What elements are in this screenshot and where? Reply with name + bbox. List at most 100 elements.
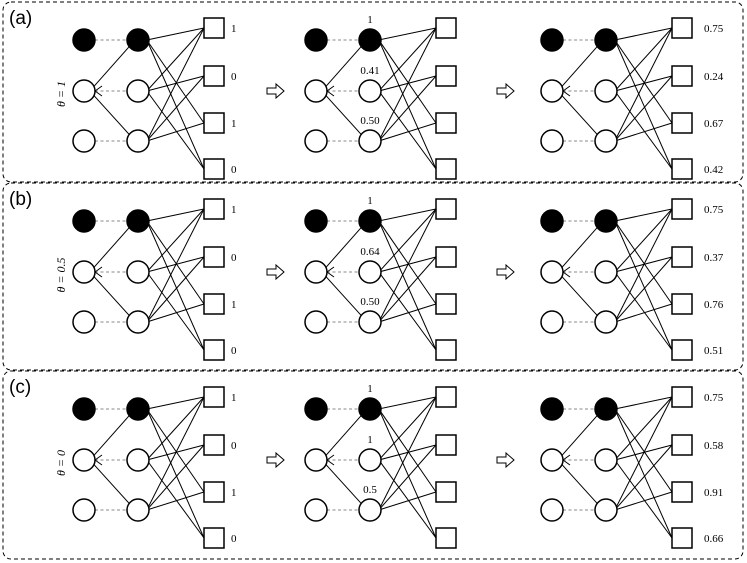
left-node [540,129,564,153]
influence-edge [324,274,362,316]
output-box [671,112,693,134]
stage-arrow-2 [496,263,515,281]
node-box-edge [614,491,673,511]
arrowhead [326,85,335,97]
input-value: 1 [231,299,237,311]
node-box-edge [146,396,205,410]
input-value: 0 [231,440,237,452]
output-box [435,65,457,87]
node-box-edge [378,27,437,41]
output-value: 0.51 [704,345,723,357]
theta-label: θ = 0.5 [54,258,68,293]
node-box-edge [614,444,673,511]
output-box [671,65,693,87]
node-box-edge [146,271,205,351]
mid-node [126,498,150,522]
node-box-edge [614,39,673,170]
node-box-edge [378,408,437,493]
output-box [435,293,457,315]
output-value: 0.67 [704,118,724,130]
node-box-edge [614,27,673,41]
input-value: 0 [231,252,237,264]
arrowhead [562,266,571,278]
mid-value: 0.50 [360,115,380,127]
node-box-edge [614,303,673,323]
left-node [304,448,328,472]
mid-value: 0.64 [360,246,380,258]
node-box-edge [378,27,437,92]
node-box-edge [378,122,437,142]
left-node-filled [304,28,328,52]
influence-edge [560,227,598,270]
stage-2: 10.640.50 [304,195,457,361]
output-box [671,158,693,180]
mid-node [358,310,382,334]
influence-edge [560,274,598,316]
output-box [203,386,225,408]
mid-value: 1 [367,383,373,395]
mid-value: 1 [367,434,373,446]
node-box-edge [614,459,673,539]
node-box-edge [378,75,437,142]
output-value: 0.75 [704,23,724,35]
stage-arrow-1 [266,263,285,281]
output-box [203,434,225,456]
mid-node-filled [358,209,382,233]
node-box-edge [378,208,437,273]
output-box [203,17,225,39]
node-box-edge [146,208,205,323]
mid-node-filled [358,28,382,52]
output-box [435,339,457,361]
left-node-filled [304,397,328,421]
node-box-edge [146,396,205,511]
node-box-edge [146,39,205,170]
influence-edge [560,93,598,135]
node-box-edge [378,27,437,142]
node-box-edge [614,208,673,222]
mid-node [358,129,382,153]
panel-label: (c) [9,377,31,398]
input-value: 0 [231,71,237,83]
influence-edge [92,415,130,458]
output-box [435,434,457,456]
node-box-edge [614,27,673,142]
mid-node [358,498,382,522]
node-box-edge [146,90,205,170]
mid-node-filled [358,397,382,421]
node-box-edge [146,27,205,92]
node-box-edge [614,408,673,539]
node-box-edge [378,271,437,351]
node-box-edge [378,444,437,511]
influence-edge [324,227,362,270]
node-box-edge [614,90,673,170]
node-box-edge [614,396,673,461]
node-box-edge [146,408,205,493]
mid-node [594,310,618,334]
panel-frame [2,182,744,371]
left-node [304,498,328,522]
mid-node [358,79,382,103]
panel-frame [2,1,744,183]
left-node [304,310,328,334]
left-node-filled [72,28,96,52]
theta-label: θ = 1 [54,81,68,107]
influence-edge [560,415,598,458]
node-box-edge [378,208,437,323]
input-value: 0 [231,164,237,176]
mid-node-filled [594,209,618,233]
output-value: 0.42 [704,164,723,176]
left-node [72,310,96,334]
output-box [203,527,225,549]
node-box-edge [378,303,437,323]
output-value: 0.76 [704,299,724,311]
mid-node [594,129,618,153]
node-box-edge [146,408,205,539]
node-box-edge [378,220,437,351]
node-box-edge [146,220,205,351]
output-box [435,112,457,134]
output-box [435,246,457,268]
